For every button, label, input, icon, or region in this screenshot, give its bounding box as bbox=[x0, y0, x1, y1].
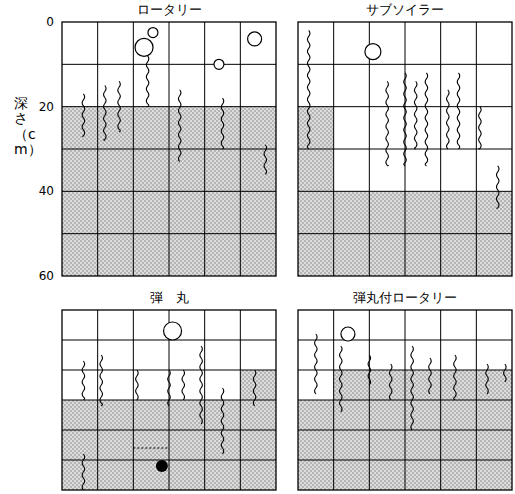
panel-frame bbox=[298, 310, 512, 490]
grid-line bbox=[476, 22, 477, 276]
soil-panel: サブソイラー bbox=[298, 22, 512, 276]
root-crack bbox=[307, 30, 310, 149]
soil-panel: 弾 丸 bbox=[62, 310, 276, 490]
soil-panel: ロータリー bbox=[62, 22, 276, 276]
panel-title: 弾 丸 bbox=[62, 290, 276, 306]
root-crack bbox=[182, 370, 185, 400]
grid-line bbox=[240, 22, 241, 276]
root-crack bbox=[136, 370, 139, 400]
depth-tick: 20 bbox=[30, 100, 54, 114]
root-crack bbox=[253, 370, 256, 406]
grid-line bbox=[62, 191, 276, 192]
panel-title: サブソイラー bbox=[298, 2, 512, 18]
root-crack bbox=[404, 73, 407, 166]
root-crack bbox=[104, 86, 107, 141]
depth-tick: 40 bbox=[30, 184, 54, 198]
soil-pore bbox=[365, 44, 381, 60]
soil-pore bbox=[164, 322, 182, 340]
root-crack bbox=[368, 355, 371, 385]
root-crack bbox=[389, 364, 392, 400]
grid-line bbox=[298, 400, 512, 401]
panel-title: ロータリー bbox=[62, 2, 276, 18]
grid-line bbox=[298, 191, 512, 192]
root-crack bbox=[429, 358, 432, 394]
compacted-layer bbox=[240, 370, 276, 400]
root-crack bbox=[454, 355, 457, 400]
grid-line bbox=[204, 310, 205, 490]
soil-pore bbox=[341, 327, 355, 341]
root-crack bbox=[100, 355, 103, 406]
root-crack bbox=[496, 166, 499, 208]
root-crack bbox=[425, 73, 428, 166]
grid-line bbox=[440, 310, 441, 490]
panel-frame bbox=[298, 22, 512, 276]
root-crack bbox=[82, 361, 85, 400]
root-crack bbox=[200, 346, 203, 424]
soil-pore bbox=[148, 28, 158, 38]
root-crack bbox=[457, 73, 460, 149]
panel-title: 弾丸付ロータリー bbox=[298, 290, 512, 306]
mole-channel bbox=[156, 460, 168, 472]
panel-frame bbox=[62, 22, 276, 276]
grid-line bbox=[240, 310, 241, 490]
root-crack bbox=[411, 346, 414, 430]
soil-pore bbox=[214, 59, 224, 69]
root-crack bbox=[340, 346, 343, 412]
root-crack bbox=[82, 94, 85, 136]
mole-path bbox=[133, 448, 169, 449]
axis-title: 深さ（cm） bbox=[14, 96, 28, 158]
panel-frame bbox=[62, 310, 276, 490]
root-crack bbox=[315, 334, 318, 394]
root-crack bbox=[168, 370, 171, 406]
grid-line bbox=[62, 233, 276, 234]
grid-line bbox=[440, 22, 441, 276]
root-crack bbox=[447, 90, 450, 149]
grid-line bbox=[62, 149, 276, 150]
soil-panel: 弾丸付ロータリー bbox=[298, 310, 512, 490]
root-crack bbox=[178, 90, 181, 162]
root-crack bbox=[118, 81, 121, 132]
root-crack bbox=[146, 56, 149, 107]
root-crack bbox=[479, 107, 482, 149]
root-crack bbox=[221, 98, 224, 149]
grid-line bbox=[476, 310, 477, 490]
root-crack bbox=[386, 81, 389, 166]
grid-line bbox=[204, 22, 205, 276]
grid-line bbox=[298, 430, 512, 431]
depth-tick: 60 bbox=[30, 269, 54, 283]
soil-pore bbox=[248, 32, 262, 46]
root-crack bbox=[221, 388, 224, 454]
grid-line bbox=[298, 233, 512, 234]
grid-line bbox=[62, 460, 276, 461]
root-crack bbox=[414, 81, 417, 149]
root-crack bbox=[82, 454, 85, 490]
depth-tick: 0 bbox=[30, 15, 54, 29]
root-crack bbox=[486, 364, 489, 394]
root-crack bbox=[264, 145, 267, 175]
grid-line bbox=[298, 460, 512, 461]
root-crack bbox=[504, 364, 507, 382]
grid-line bbox=[62, 430, 276, 431]
soil-pore bbox=[135, 38, 153, 56]
